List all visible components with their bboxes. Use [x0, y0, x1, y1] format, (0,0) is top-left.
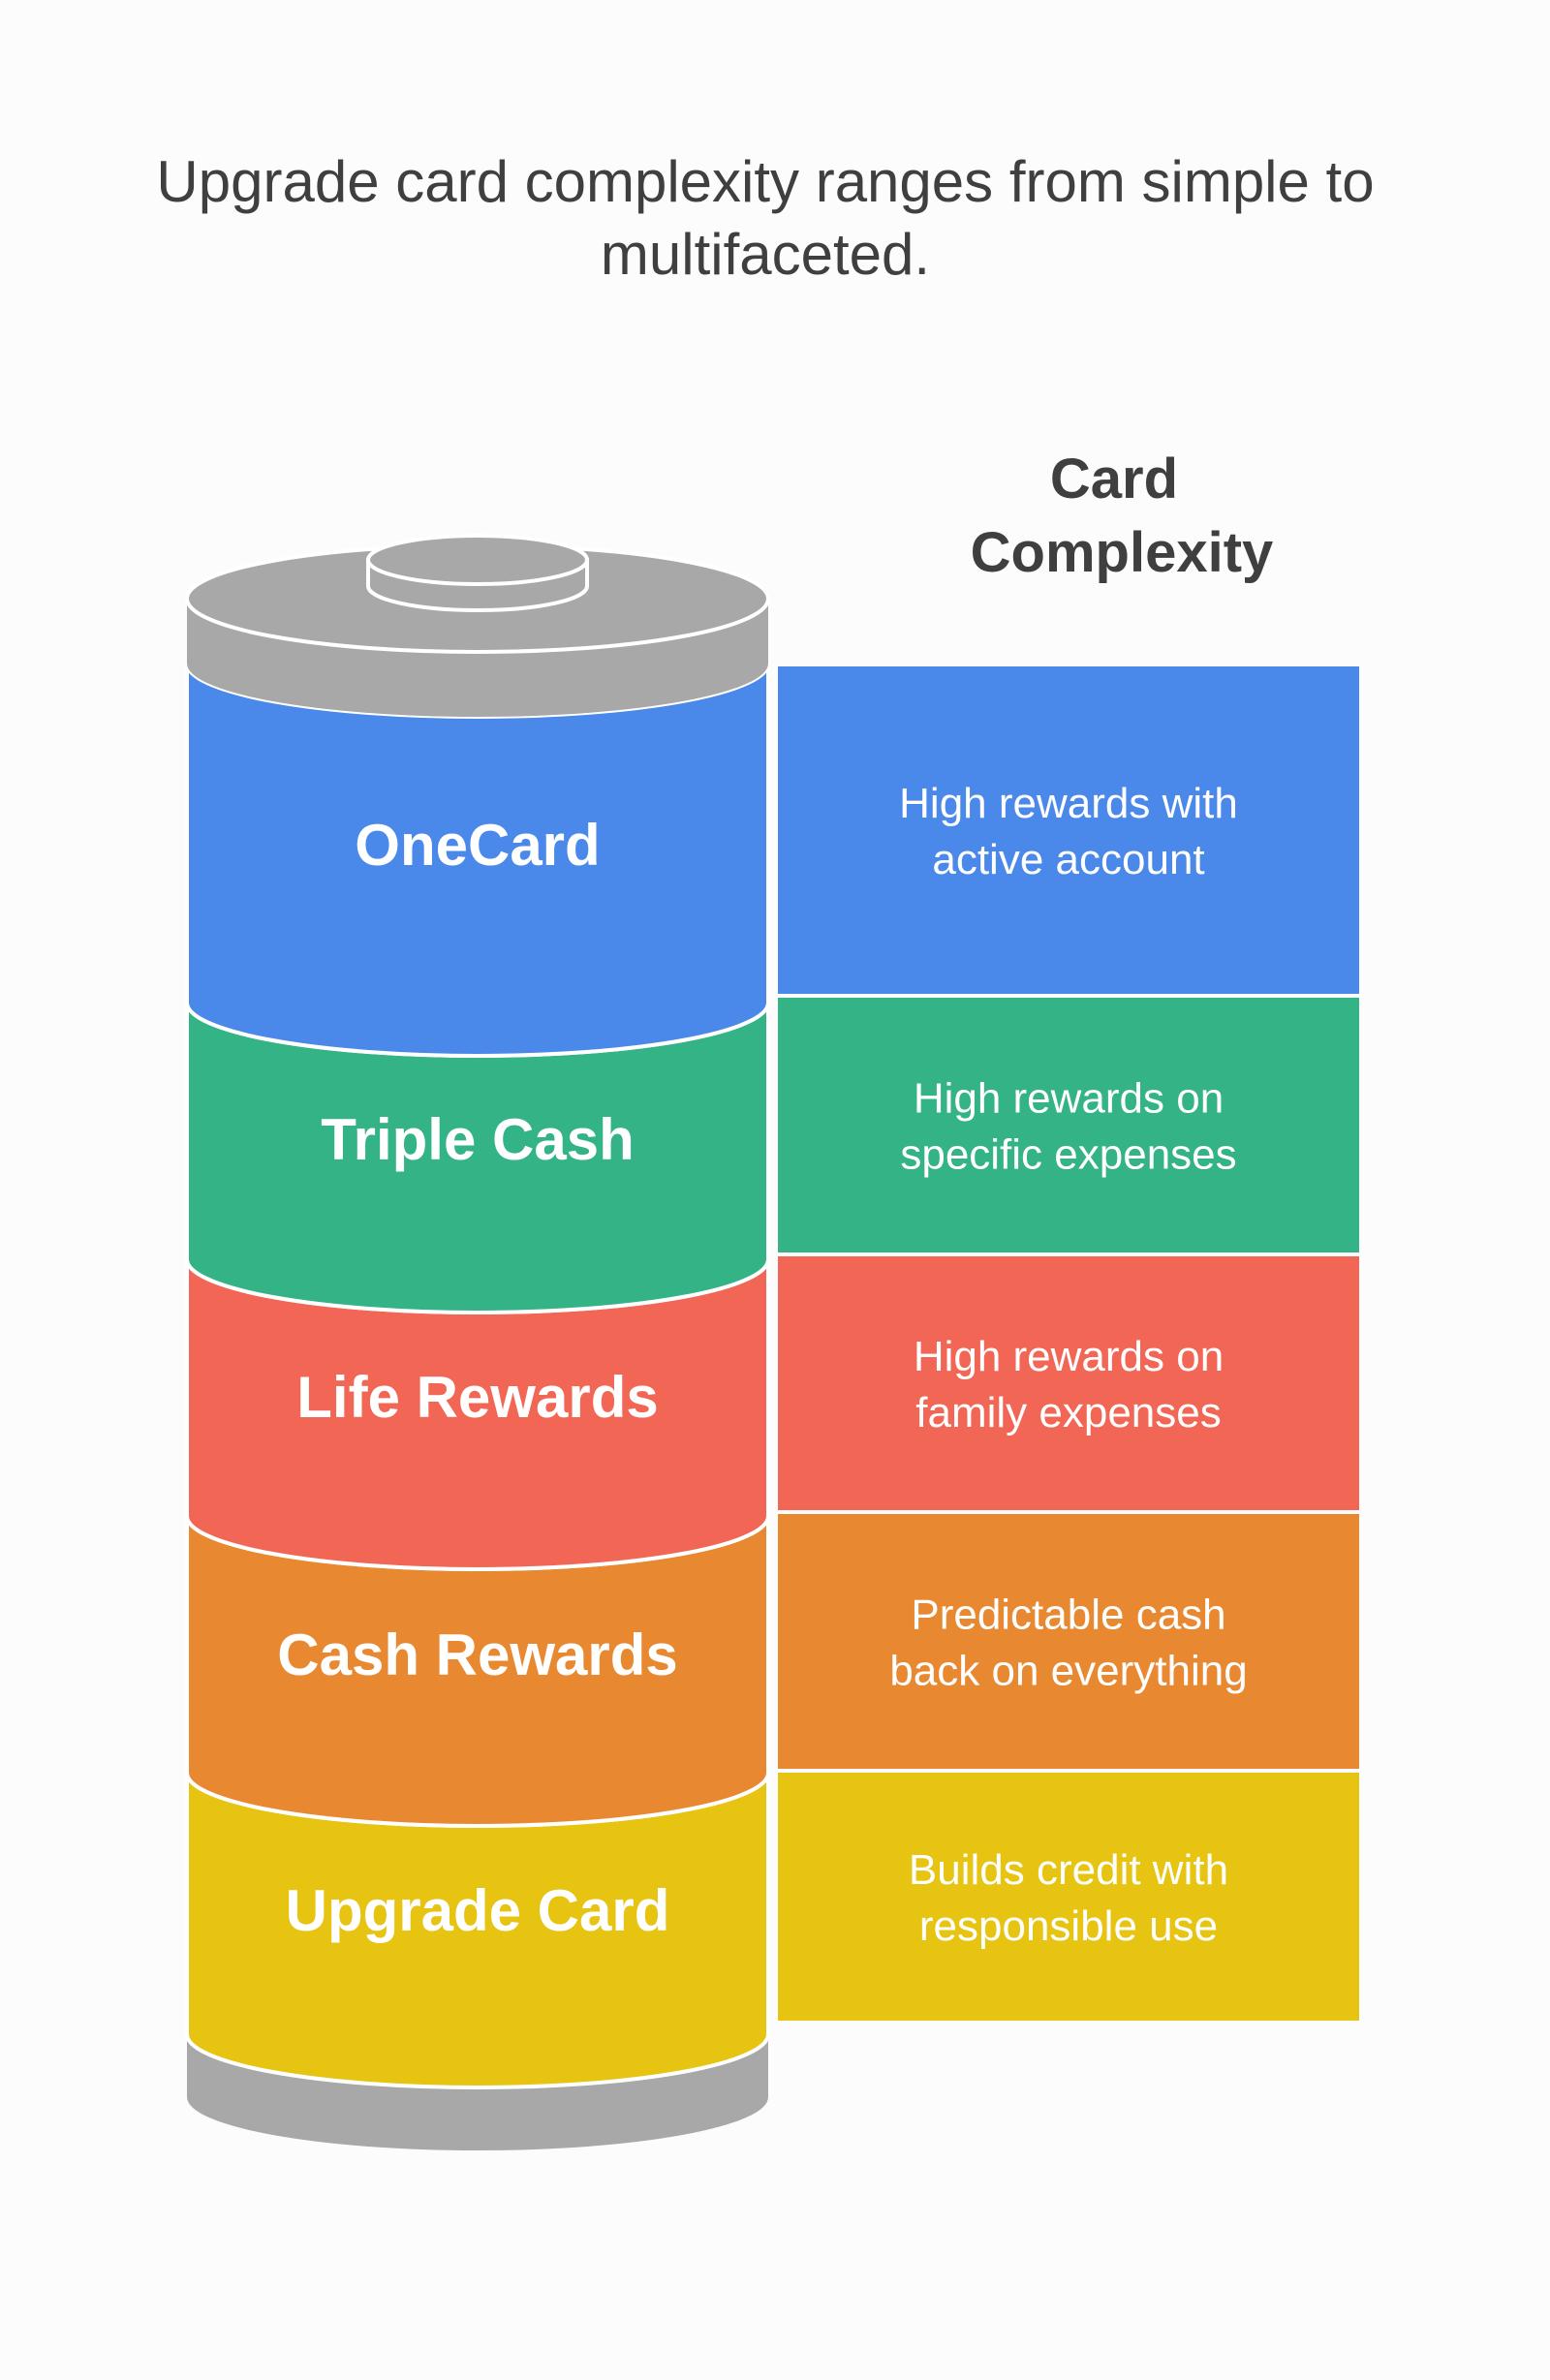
segment-label-life-rewards: Life Rewards	[296, 1365, 658, 1430]
axis-label-line-2: Complexity	[971, 521, 1274, 584]
axis-label: Card Complexity	[971, 448, 1274, 584]
cylinder-segment-upgrade-card: Upgrade Card	[185, 1772, 770, 2089]
description-box-bg-life-rewards	[778, 1256, 1359, 1510]
description-box-bg-onecard	[778, 666, 1359, 994]
segment-label-onecard: OneCard	[355, 813, 600, 878]
cylinder-segment-onecard: OneCard	[185, 663, 770, 1058]
cylinder-segment-cash-rewards: Cash Rewards	[185, 1515, 770, 1828]
cylinder-segment-life-rewards: Life Rewards	[185, 1258, 770, 1571]
description-box-bg-triple-cash	[778, 998, 1359, 1252]
cylinder-segments: Upgrade Card Cash Rewards Life Rewards Trip…	[185, 663, 770, 2089]
axis-label-line-1: Card	[1050, 448, 1178, 510]
segment-label-cash-rewards: Cash Rewards	[277, 1623, 678, 1687]
segment-label-triple-cash: Triple Cash	[321, 1107, 634, 1172]
description-box-bg-upgrade-card	[778, 1773, 1359, 2021]
description-box-bg-cash-rewards	[778, 1514, 1359, 1769]
cylinder-top-cap	[185, 534, 770, 717]
segment-label-upgrade-card: Upgrade Card	[286, 1878, 670, 1943]
page-title: Upgrade card complexity ranges from simp…	[156, 149, 1375, 287]
cylinder-knob-top	[366, 534, 589, 586]
